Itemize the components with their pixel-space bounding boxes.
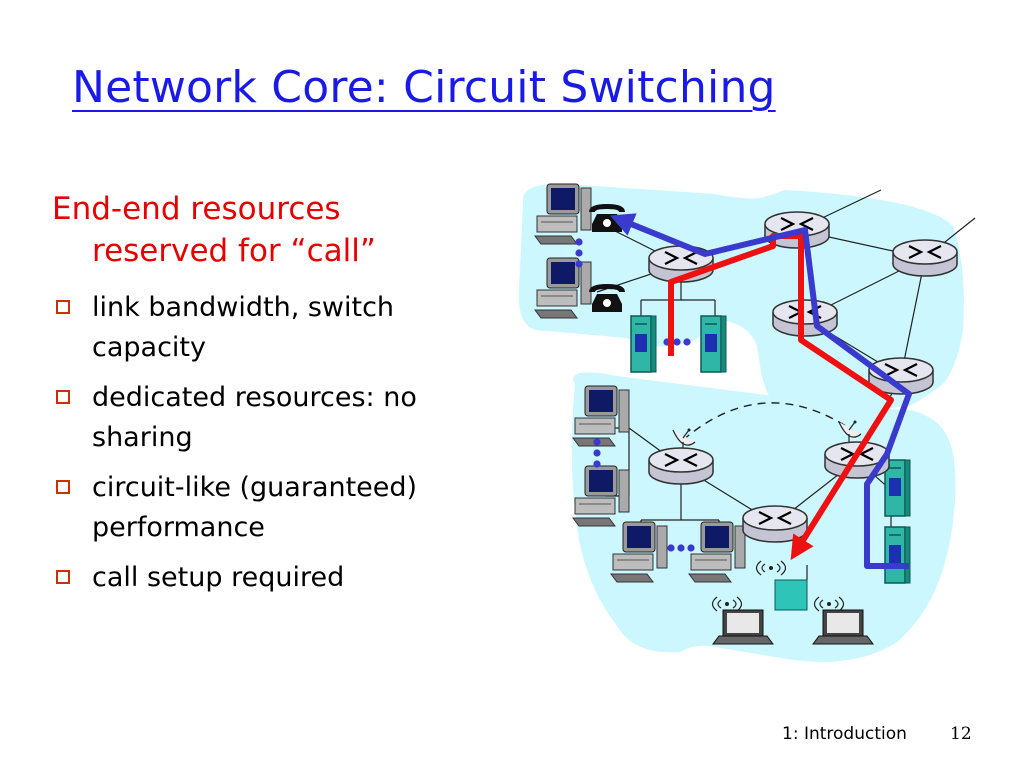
lead-line-1: End-end resources	[52, 191, 341, 227]
bullet-box-icon	[56, 570, 70, 584]
lead-statement: End-end resources reserved for “call”	[52, 188, 472, 272]
bullet-item: call setup required	[52, 558, 502, 598]
ellipsis-dots	[667, 544, 695, 552]
page-number: 12	[950, 724, 972, 744]
server-icon	[630, 315, 657, 373]
server-icon	[884, 526, 911, 584]
ellipsis-dots	[593, 438, 601, 468]
slide-footer: 1: Introduction	[782, 724, 907, 744]
ellipsis-dots	[575, 238, 583, 268]
lead-line-2: reserved for “call”	[92, 233, 376, 269]
router-icon	[741, 504, 809, 544]
bullet-text: link bandwidth, switch capacity	[92, 292, 395, 363]
bullet-item: dedicated resources: no sharing	[52, 378, 502, 458]
ellipsis-dots	[663, 338, 691, 346]
circuit-switching-diagram	[518, 183, 976, 662]
reserved-circuit-blue	[609, 213, 912, 569]
bullet-item: link bandwidth, switch capacity	[52, 288, 502, 368]
slide-title: Network Core: Circuit Switching	[72, 62, 776, 113]
bullet-list: link bandwidth, switch capacity dedicate…	[52, 288, 502, 608]
router-icon	[891, 238, 959, 278]
bullet-box-icon	[56, 390, 70, 404]
server-icon	[700, 315, 727, 373]
bullet-text: dedicated resources: no sharing	[92, 382, 417, 453]
wireless-base-station	[774, 579, 808, 611]
bullet-text: call setup required	[92, 562, 345, 593]
bullet-box-icon	[56, 300, 70, 314]
bullet-text: circuit-like (guaranteed) performance	[92, 472, 418, 543]
bullet-box-icon	[56, 480, 70, 494]
router-icon	[647, 446, 715, 486]
bullet-item: circuit-like (guaranteed) performance	[52, 468, 502, 548]
